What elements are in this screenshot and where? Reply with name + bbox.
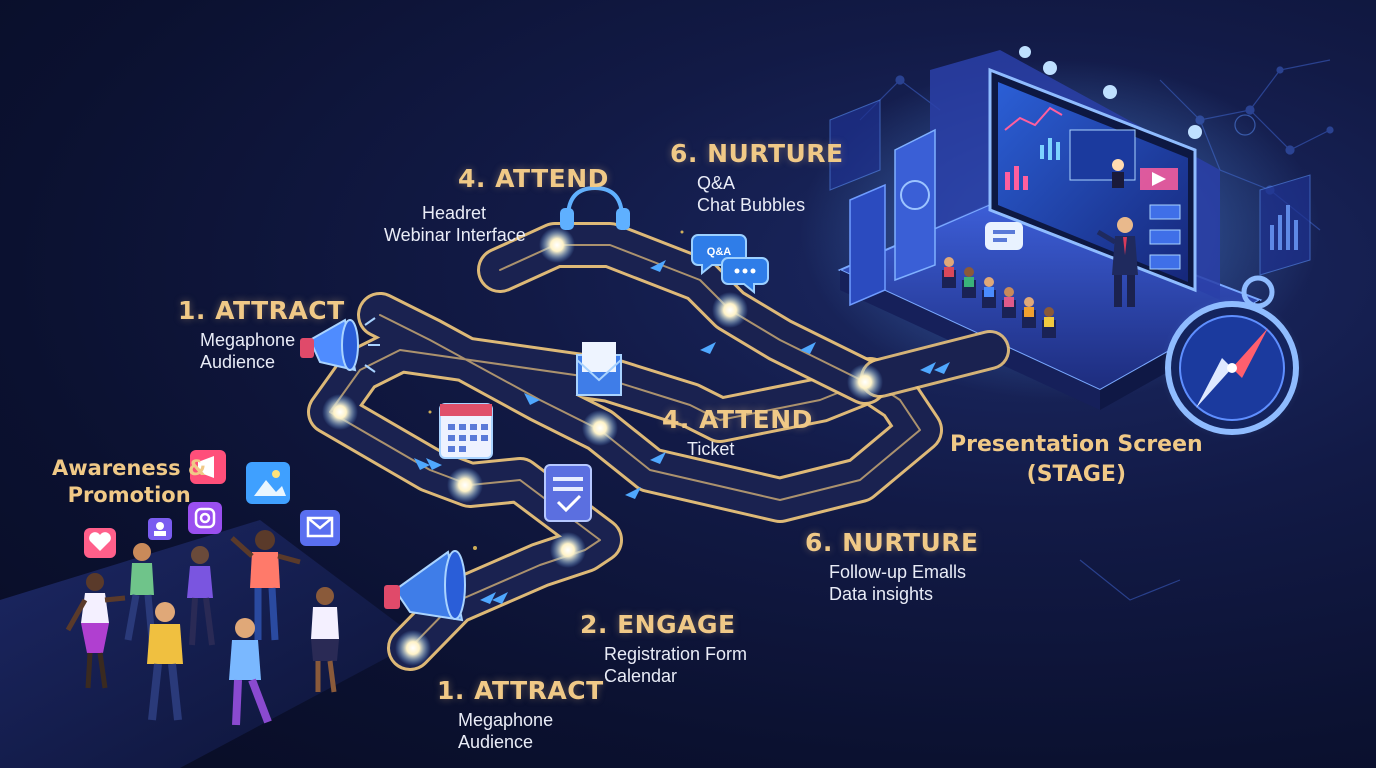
stage-line: Chat Bubbles [697, 195, 806, 215]
stage-title: 1. ATTRACT [178, 296, 345, 325]
stage-engage: 2. ENGAGE Registration Form Calendar [580, 610, 747, 687]
stage-line: Headret [421, 203, 487, 223]
stage-attract-bottom: 1. ATTRACT Megaphone Audience [437, 676, 604, 753]
megaphone-icon [384, 550, 466, 622]
form-icon [544, 464, 592, 522]
stage-attend-mid: 4. ATTEND Ticket [662, 405, 813, 460]
compass-icon [1160, 275, 1304, 440]
megaphone-icon [300, 317, 380, 373]
stage-screen-line: Presentation Screen [950, 432, 1203, 457]
calendar-icon [439, 403, 493, 459]
seated-audience [942, 257, 1056, 338]
stage-title: 6. NURTURE [805, 528, 979, 557]
qa-bubble-text: Q&A [707, 246, 732, 258]
awareness-line: Awareness & [52, 456, 207, 480]
road-chevrons [414, 260, 950, 604]
stage-line: Webinar Interface [384, 225, 526, 245]
stage-line: Data insights [829, 584, 934, 604]
mail-icon [576, 342, 622, 396]
stage-line: Audience [200, 352, 276, 372]
stage-title: 1. ATTRACT [437, 676, 604, 705]
stage-line: Calendar [604, 666, 678, 686]
awareness-line: Promotion [67, 483, 191, 507]
speaker-figure [1096, 217, 1138, 307]
stage-title: 4. ATTEND [458, 164, 609, 193]
journey-nodes [322, 227, 883, 666]
heart-icon [84, 528, 116, 558]
stage-description: Registration Form Calendar [604, 643, 747, 687]
image-icon [246, 462, 290, 504]
chat-bubbles-icon: Q&A [691, 234, 769, 295]
stage-line: Follow-up Emalls [829, 562, 967, 582]
stage-line: Megaphone [200, 330, 296, 350]
stage-description: Ticket [687, 438, 813, 460]
crowd-people [65, 530, 339, 726]
stage-description: Q&A Chat Bubbles [697, 172, 844, 216]
stage-description: Headret Webinar Interface [384, 202, 526, 246]
stage-description: Megaphone Audience [458, 709, 604, 753]
awareness-label: Awareness & Promotion [52, 455, 206, 509]
stage-title: 6. NURTURE [670, 139, 844, 168]
stage-line: Ticket [687, 439, 735, 459]
stage-line: Registration Form [604, 644, 748, 664]
stage-nurture-bottom: 6. NURTURE Follow-up Emalls Data insight… [805, 528, 979, 605]
stage-description: Follow-up Emalls Data insights [829, 561, 979, 605]
user-icon [148, 518, 172, 540]
stage-line: Q&A [697, 173, 736, 193]
stage-attract-top: 1. ATTRACT Megaphone Audience [178, 296, 345, 373]
social-icons [84, 450, 340, 558]
stage-line: Megaphone [458, 710, 554, 730]
megaphone-icon [190, 450, 226, 484]
instagram-icon [188, 502, 222, 534]
stage-screen-line: (STAGE) [1026, 462, 1127, 487]
stage-title: 2. ENGAGE [580, 610, 736, 639]
stage-line: Audience [458, 732, 534, 752]
stage-screen-label: Presentation Screen (STAGE) [950, 430, 1203, 490]
stage-description: Megaphone Audience [200, 329, 345, 373]
stage-nurture-top: 6. NURTURE Q&A Chat Bubbles [670, 139, 844, 216]
headset-icon [560, 185, 630, 230]
sparkles [428, 230, 684, 550]
stage-attend-top: 4. ATTEND [458, 164, 609, 193]
stage-title: 4. ATTEND [662, 405, 813, 434]
mail-icon [300, 510, 340, 546]
